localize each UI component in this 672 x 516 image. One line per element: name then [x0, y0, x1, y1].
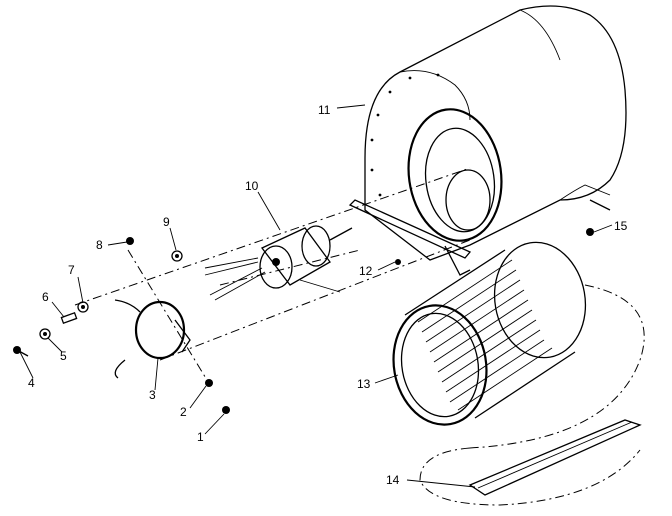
callout-9: 9 — [163, 215, 170, 229]
bottom-rail — [468, 419, 642, 496]
callout-13: 13 — [357, 377, 371, 391]
callout-14: 14 — [386, 473, 400, 487]
callout-1: 1 — [197, 430, 204, 444]
callout-3: 3 — [149, 388, 156, 402]
leader-lines — [19, 104, 613, 488]
callout-12: 12 — [359, 264, 373, 278]
motor-mount — [114, 299, 191, 379]
callout-10: 10 — [245, 179, 259, 193]
blower-motor — [204, 225, 353, 301]
hardware-items — [13, 228, 594, 414]
housing-rivets — [370, 73, 440, 197]
callout-11: 11 — [318, 103, 331, 117]
callout-6: 6 — [42, 290, 49, 304]
callout-5: 5 — [60, 349, 67, 363]
callout-4: 4 — [28, 376, 35, 390]
wheel-blades — [417, 259, 553, 411]
callout-15: 15 — [614, 219, 628, 233]
blower-housing — [348, 5, 627, 276]
callout-7: 7 — [68, 263, 75, 277]
assembly-centerlines — [74, 167, 645, 506]
callout-8: 8 — [96, 238, 103, 252]
blower-wheel — [392, 241, 587, 426]
callout-labels: 1 2 3 4 5 6 7 8 9 10 11 12 13 14 15 — [28, 103, 628, 487]
callout-2: 2 — [180, 405, 187, 419]
